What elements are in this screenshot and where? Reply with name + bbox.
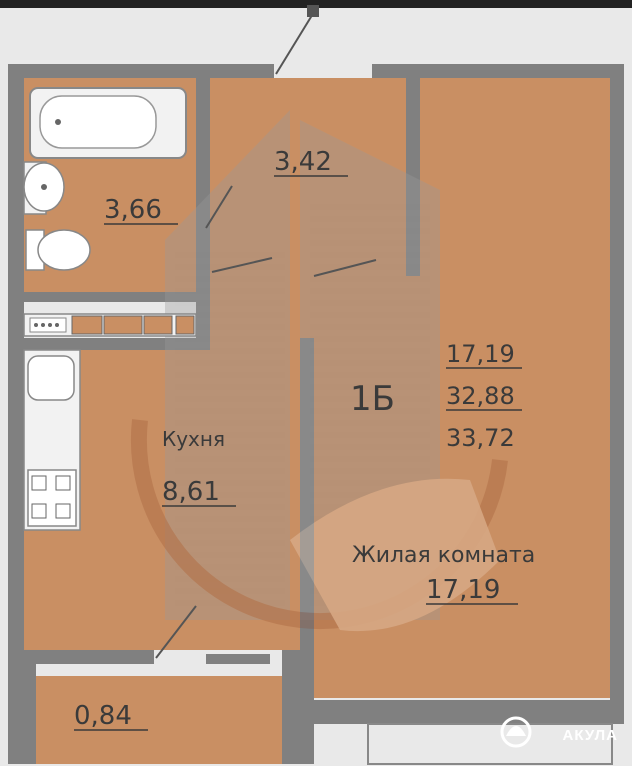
living-area: 17,19	[426, 575, 500, 605]
utility-counter	[23, 313, 197, 337]
kitchen-name: Кухня	[162, 427, 225, 451]
toilet-icon	[25, 229, 91, 271]
entrance-door	[275, 11, 315, 75]
watermark-label: АКУЛА	[562, 727, 618, 744]
wc-door	[211, 257, 273, 273]
kitchen-sink-icon	[27, 355, 75, 401]
watermark-building	[130, 110, 508, 632]
stove-icon	[27, 469, 77, 527]
bathroom-area: 3,66	[104, 195, 162, 225]
bathroom-door	[205, 185, 233, 229]
balcony-door	[155, 605, 197, 659]
total-area-with-balcony: 33,72	[446, 424, 515, 452]
top-border	[0, 0, 632, 8]
balcony-area: 0,84	[74, 701, 132, 731]
living-floor-right	[420, 78, 610, 698]
shark-logo-icon	[500, 716, 532, 748]
living-area-summary: 17,19	[446, 340, 515, 368]
total-area: 32,88	[446, 382, 515, 410]
bathtub-icon	[29, 87, 187, 159]
living-door	[313, 259, 377, 277]
window	[367, 723, 613, 765]
balcony-floor	[36, 676, 282, 764]
living-name: Жилая комната	[352, 543, 535, 568]
kitchen-counter	[23, 349, 81, 531]
kitchen-area: 8,61	[162, 477, 220, 507]
doors	[155, 5, 377, 659]
hall-area: 3,42	[274, 147, 332, 177]
sink-icon	[23, 161, 65, 215]
apartment-type: 1Б	[350, 379, 395, 419]
